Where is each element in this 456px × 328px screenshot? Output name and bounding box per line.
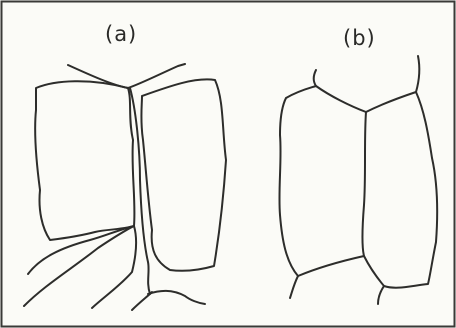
panel-b-bottom-crack-left: [290, 276, 298, 298]
panel-a-label: (a): [105, 22, 137, 46]
panel-b-left-cell: [279, 86, 366, 276]
panel-a-lower-crack-1: [28, 226, 134, 274]
panel-b-drawing: [279, 56, 437, 304]
panel-a-bottom-crack: [148, 291, 205, 304]
panel-a-top-crack: [68, 64, 185, 88]
panel-b-top-crack-left: [314, 70, 316, 86]
panel-a-lower-crack-2: [24, 226, 134, 306]
panel-b-bottom-crack-right: [378, 286, 384, 304]
panel-a-bottom-crack-2: [132, 292, 152, 310]
panel-a-drawing: [24, 64, 226, 310]
panel-a-right-block: [141, 79, 226, 270]
panel-b-label: (b): [343, 26, 376, 50]
panel-a-left-block: [35, 81, 134, 240]
panel-b-top-crack-right: [416, 56, 419, 92]
panel-b-right-cell: [364, 92, 437, 288]
